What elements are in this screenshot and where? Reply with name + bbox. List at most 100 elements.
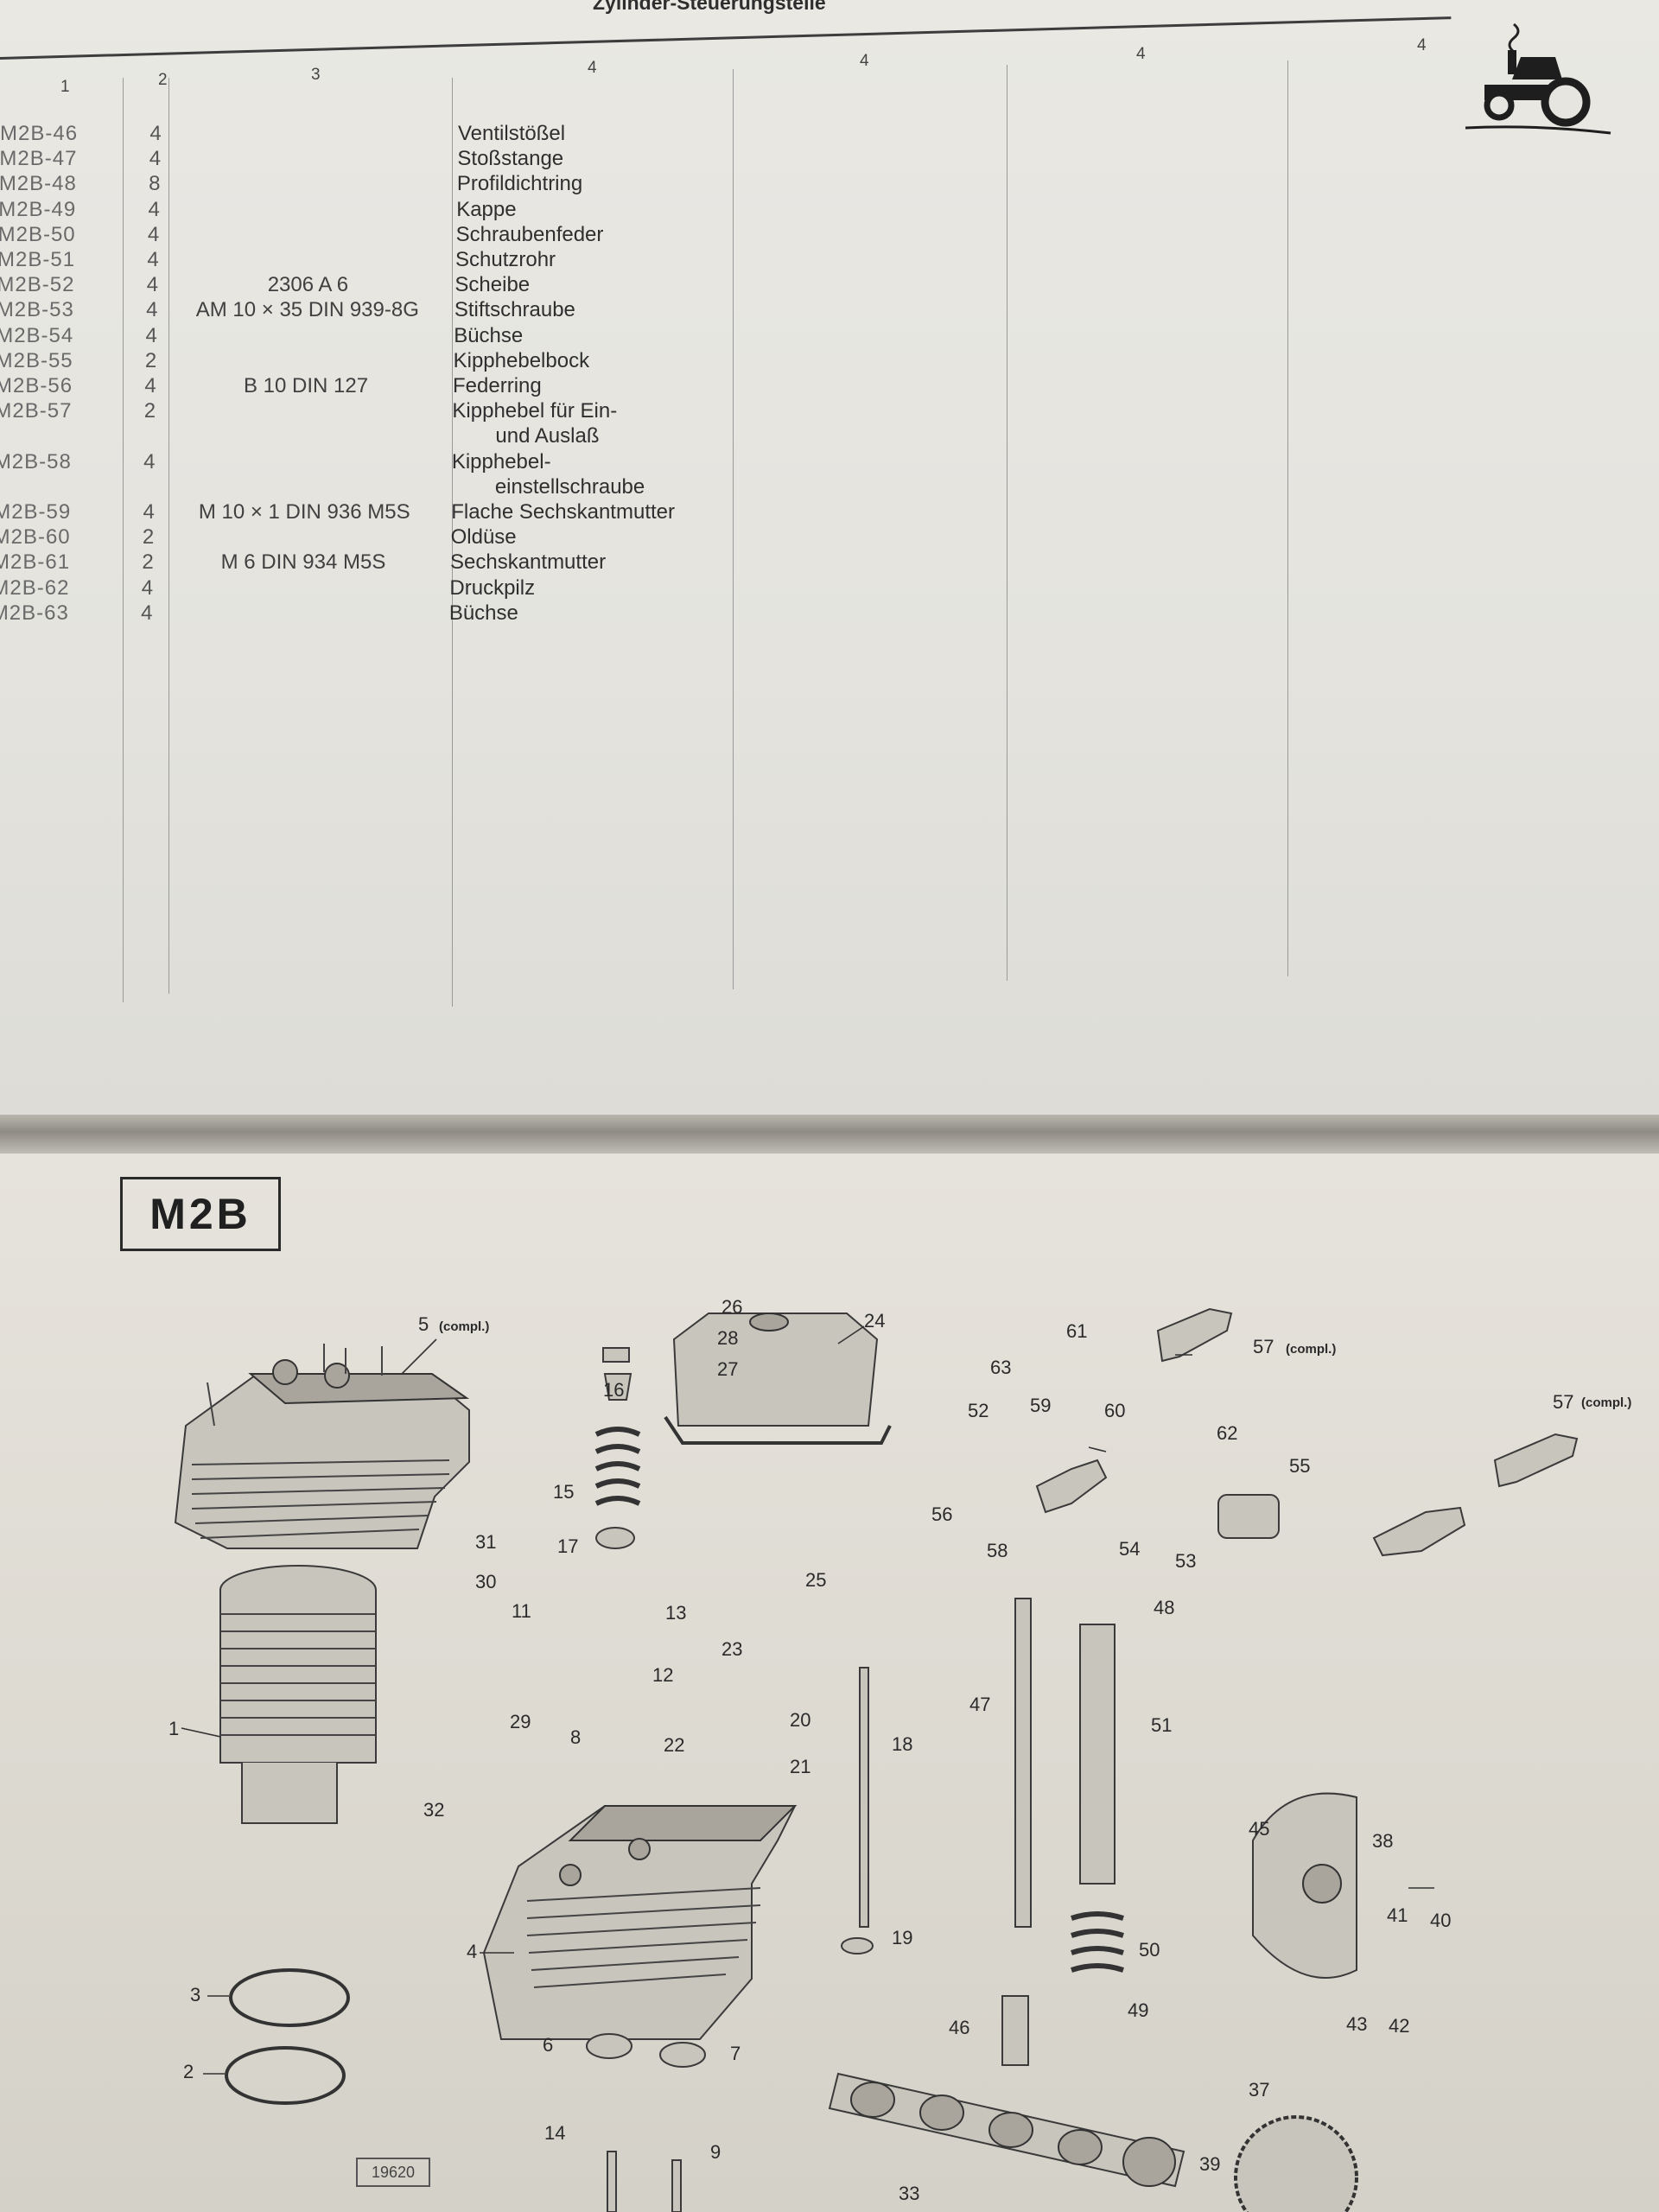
quantity-cell: 4 [146,298,158,322]
callout-46: 46 [949,2017,969,2038]
callout-56: 56 [931,1503,952,1525]
description-cell: Flache Sechskantmutter [451,500,675,524]
standard-cell: AM 10 × 35 DIN 939-8G [195,298,419,322]
callout-17: 17 [557,1535,578,1557]
rocker-cover [664,1313,892,1445]
callout-57-right: 57 [1553,1391,1573,1413]
callout-29: 29 [510,1711,531,1732]
callout-20: 20 [790,1709,810,1731]
callout-52: 52 [968,1400,988,1421]
part-number-cell: M2B-63 [0,601,69,625]
column-number-5: 4 [860,52,869,70]
group-label: M2B [120,1177,281,1251]
description-cell: Schutzrohr [455,248,556,271]
compl-note: (compl.) [439,1319,489,1334]
part-number-cell: M2B-58 [0,449,72,474]
quantity-cell: 2 [142,550,154,575]
tractor-logo-icon [1465,22,1611,135]
callout-23: 23 [721,1638,742,1660]
callout-51: 51 [1151,1714,1172,1736]
part-number-cell: M2B-51 [0,248,76,271]
description-cell: Sechskantmutter [450,550,607,575]
callout-27: 27 [717,1358,738,1380]
cylinder-barrel [219,1565,377,1824]
callout-24: 24 [864,1310,885,1332]
part-number-cell: M2B-49 [0,197,77,221]
column-divider [1287,60,1288,976]
column-divider [123,78,124,1002]
compl-note: (compl.) [1581,1395,1631,1410]
o-ring [225,2046,346,2105]
callout-11: 11 [512,1600,531,1622]
description-cell: Schraubenfeder [455,222,604,246]
description-cell: Scheibe [454,273,531,297]
push-rod-assembly [1001,1598,1124,2066]
valve-seat [586,2033,632,2059]
callout-47: 47 [969,1694,990,1715]
description-cell: Kappe [456,197,517,221]
quantity-cell: 4 [143,449,156,474]
callout-49: 49 [1128,1999,1148,2021]
callout-41: 41 [1387,1904,1408,1926]
valve [607,2151,617,2212]
description-cell: Oldüse [450,525,517,550]
sheet-title: Zylinder-Steuerungsteile [593,0,826,14]
callout-57: 57 [1253,1336,1274,1357]
o-ring [229,1968,350,2027]
quantity-cell: 4 [149,122,162,145]
callout-22: 22 [664,1734,684,1756]
column-divider [452,78,453,1007]
callout-7: 7 [730,2043,741,2064]
part-number-cell: M2B-62 [0,575,70,600]
column-number-6: 4 [1136,45,1146,63]
part-number-cell: M2B-52 [0,273,75,297]
part-number-cell: M2B-60 [0,525,71,550]
stud [859,1667,869,1928]
description-cell: Druckpilz [449,575,536,600]
callout-59: 59 [1030,1395,1051,1416]
quantity-cell: 4 [147,222,160,246]
part-number-cell: M2B-48 [0,172,77,196]
quantity-cell: 8 [149,172,161,196]
callout-37: 37 [1249,2079,1269,2101]
description-cell: Kipphebel für Ein- [452,399,618,423]
callout-30: 30 [475,1571,496,1592]
callout-31: 31 [475,1531,496,1553]
header-rule [0,16,1452,60]
part-number-cell: M2B-50 [0,222,76,246]
callout-16: 16 [603,1379,624,1401]
quantity-cell: 4 [141,601,153,625]
part-number-cell: M2B-54 [0,323,74,347]
column-number-2: 2 [158,71,168,89]
callout-32: 32 [423,1799,444,1821]
callout-6: 6 [543,2034,553,2056]
valve-spring-stack [594,1347,641,1549]
valve [671,2159,682,2212]
description-cell: Büchse [448,601,518,625]
valve-seat [659,2042,706,2068]
callout-40: 40 [1430,1910,1451,1931]
standard-cell: 2306 A 6 [267,273,349,297]
callout-13: 13 [665,1602,686,1624]
part-number-cell: M2B-56 [0,374,73,397]
callout-26: 26 [721,1296,742,1318]
quantity-cell: 4 [143,500,155,524]
standard-cell: M 6 DIN 934 M5S [220,550,386,575]
callout-39: 39 [1199,2153,1220,2175]
compl-note: (compl.) [1286,1342,1336,1357]
column-number-7: 4 [1417,36,1427,54]
timing-cover [1252,1792,1357,1979]
callout-33: 33 [899,2183,919,2204]
callout-28: 28 [717,1327,738,1349]
callout-8: 8 [570,1726,581,1748]
camshaft [828,2072,1185,2188]
callout-5: 5 [418,1313,429,1335]
description-cell: Kipphebelbock [453,348,590,372]
description-cell: Ventilstößel [458,122,566,145]
exploded-view-diagram: 1 2 3 4 5 (compl.) 6 7 8 9 11 12 13 14 1… [168,1296,1631,2212]
callout-21: 21 [790,1756,810,1777]
callout-62: 62 [1217,1422,1237,1444]
part-number-cell: M2B-57 [0,399,73,423]
callout-54: 54 [1119,1538,1140,1560]
description-cell: Kipphebel- [451,449,551,474]
